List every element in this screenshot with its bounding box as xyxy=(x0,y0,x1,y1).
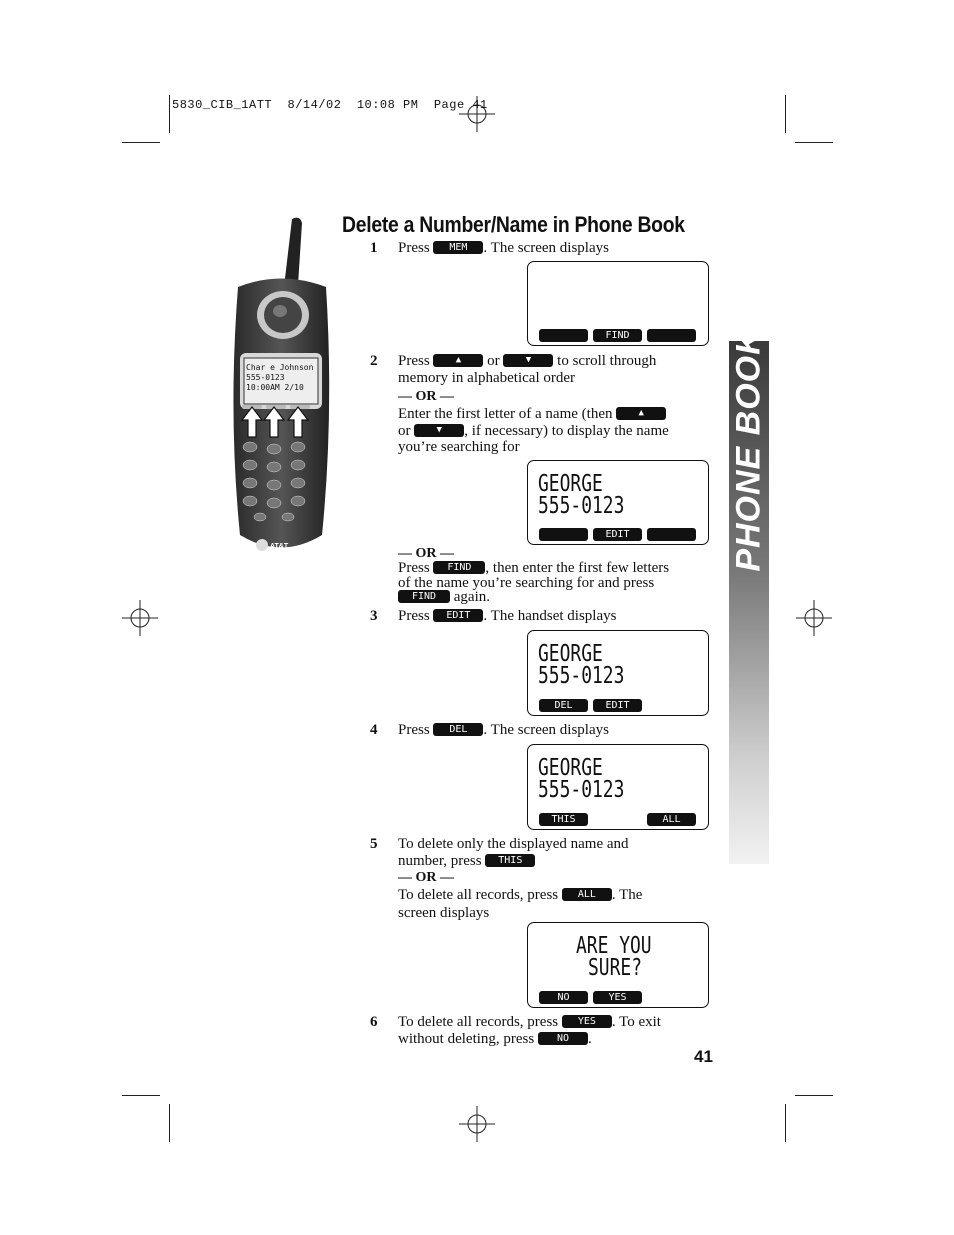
step-2-line-3: Enter the first letter of a name (then ▲ xyxy=(398,406,667,423)
softkey-edit: EDIT xyxy=(593,699,642,712)
screen-line-number: 555-0123 xyxy=(538,493,625,519)
step-number-3: 3 xyxy=(370,608,378,624)
edit-key-icon: EDIT xyxy=(433,609,484,623)
step-number-2: 2 xyxy=(370,353,378,369)
step-2-line-4: or ▼, if necessary) to display the name xyxy=(398,423,669,439)
registration-mark-top xyxy=(459,96,495,132)
step-2b-line-3: FIND again. xyxy=(398,589,490,606)
step-6-line-2: without deleting, press NO. xyxy=(398,1031,592,1047)
screen-line-name: GEORGE xyxy=(538,641,603,667)
handset-brand: AT&T xyxy=(270,543,289,550)
registration-mark-right xyxy=(796,600,832,636)
step-5-line-2: number, press THIS xyxy=(398,853,536,870)
step-5-line-3: To delete all records, press ALL. The xyxy=(398,887,643,903)
handset-illustration: Char e Johnson 555-0123 10:00AM 2/10 AT&… xyxy=(233,217,330,551)
screen-line-name: GEORGE xyxy=(538,471,603,497)
screen-line-question-2: SURE? xyxy=(588,955,643,981)
or-separator: — OR — xyxy=(398,870,454,885)
handset-display-line-3: 10:00AM 2/10 xyxy=(246,383,304,392)
down-arrow-key-icon: ▼ xyxy=(503,354,554,368)
registration-mark-left xyxy=(122,600,158,636)
this-key-icon: THIS xyxy=(485,854,536,868)
softkey-all: ALL xyxy=(647,813,696,826)
yes-key-icon: YES xyxy=(561,1015,612,1029)
handset-display-line-2: 555-0123 xyxy=(246,373,285,382)
step-3-text: Press EDIT. The handset displays xyxy=(398,608,617,624)
step-2b-line-2: of the name you’re searching for and pre… xyxy=(398,575,655,591)
softkey-find: FIND xyxy=(593,329,642,342)
print-slug: 5830_CIB_1ATT 8/14/02 10:08 PM Page 41 xyxy=(172,98,488,112)
arrow-icon xyxy=(262,406,286,438)
step-number-4: 4 xyxy=(370,722,378,738)
page-number: 41 xyxy=(694,1047,713,1066)
section-heading: Delete a Number/Name in Phone Book xyxy=(342,212,685,237)
softkey-del: DEL xyxy=(539,699,588,712)
up-arrow-key-icon: ▲ xyxy=(433,354,484,368)
screen-del-edit: GEORGE 555-0123 DEL EDIT xyxy=(527,630,709,716)
all-key-icon: ALL xyxy=(561,888,612,902)
softkey-blank-right xyxy=(647,329,696,342)
screen-line-number: 555-0123 xyxy=(538,777,625,803)
del-key-icon: DEL xyxy=(433,723,484,737)
or-separator: — OR — xyxy=(398,389,454,404)
step-4-text: Press DEL. The screen displays xyxy=(398,722,609,738)
or-separator: — OR — xyxy=(398,546,454,561)
screen-confirm: ARE YOU SURE? NO YES xyxy=(527,922,709,1008)
step-2-line-5: you’re searching for xyxy=(398,439,520,455)
softkey-this: THIS xyxy=(539,813,588,826)
registration-mark-bottom xyxy=(459,1106,495,1142)
step-number-6: 6 xyxy=(370,1014,378,1030)
up-arrow-key-icon: ▲ xyxy=(616,407,667,421)
step-5-line-1: To delete only the displayed name and xyxy=(398,836,629,852)
section-side-tab: PHONE BOOK xyxy=(729,329,769,864)
screen-this-all: GEORGE 555-0123 THIS ALL xyxy=(527,744,709,830)
step-2b-line-1: Press FIND, then enter the first few let… xyxy=(398,560,670,576)
down-arrow-key-icon: ▼ xyxy=(414,424,465,438)
handset-display-line-1: Char e Johnson xyxy=(246,363,314,372)
step-6-line-1: To delete all records, press YES. To exi… xyxy=(398,1014,661,1030)
side-tab-label: PHONE BOOK xyxy=(729,329,768,572)
step-5-line-4: screen displays xyxy=(398,905,490,921)
screen-line-question: ARE YOU xyxy=(576,933,652,959)
screen-line-name: GEORGE xyxy=(538,755,603,781)
find-key-icon: FIND xyxy=(433,561,486,575)
softkey-blank-right xyxy=(647,528,696,541)
softkey-edit: EDIT xyxy=(593,528,642,541)
step-1-text: Press MEM. The screen displays xyxy=(398,240,609,256)
screen-edit: GEORGE 555-0123 EDIT xyxy=(527,460,709,545)
screen-find: FIND xyxy=(527,261,709,346)
screen-line-number: 555-0123 xyxy=(538,663,625,689)
mem-key-icon: MEM xyxy=(433,241,484,255)
find-key-icon: FIND xyxy=(398,590,450,604)
step-number-1: 1 xyxy=(370,240,378,256)
no-key-icon: NO xyxy=(537,1032,588,1046)
step-2-line-1: Press ▲ or ▼ to scroll through xyxy=(398,353,657,369)
arrow-icon xyxy=(240,406,264,438)
step-number-5: 5 xyxy=(370,836,378,852)
softkey-no: NO xyxy=(539,991,588,1004)
softkey-blank-left xyxy=(539,329,588,342)
arrow-icon xyxy=(286,406,310,438)
softkey-blank-left xyxy=(539,528,588,541)
step-2-line-2: memory in alphabetical order xyxy=(398,370,576,386)
softkey-yes: YES xyxy=(593,991,642,1004)
